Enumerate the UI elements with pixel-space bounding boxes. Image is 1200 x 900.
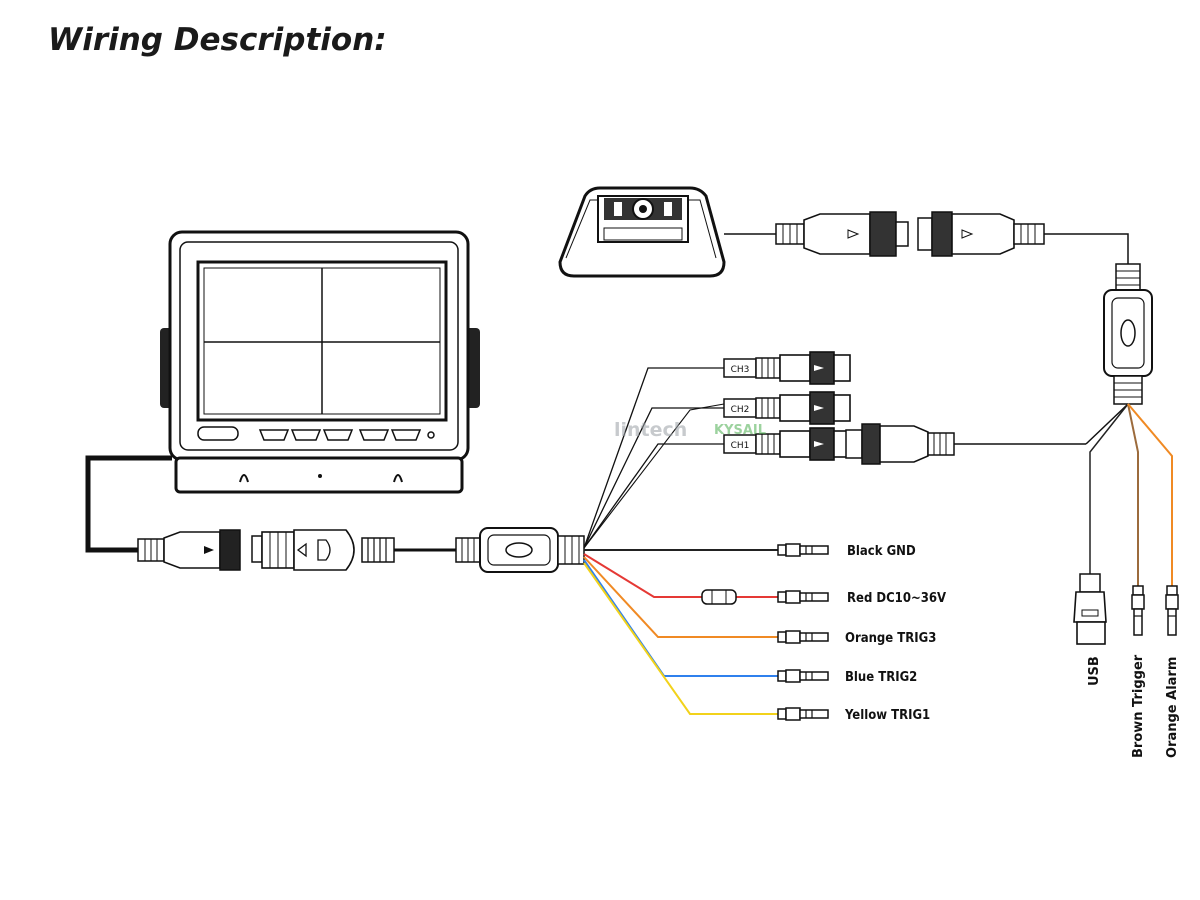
blue-trig2-label: Blue TRIG2 xyxy=(845,670,917,685)
orange-wire xyxy=(583,556,778,638)
camera-icon xyxy=(558,186,726,278)
red-power-label: Red DC10~36V xyxy=(847,591,946,606)
ch1-label: CH1 xyxy=(731,441,750,451)
orange-camera-wire xyxy=(1127,403,1173,586)
ch2-label: CH2 xyxy=(731,405,750,415)
ch3-connector xyxy=(723,351,851,385)
yellow-wire xyxy=(583,562,778,715)
page-title: Wiring Description: xyxy=(48,22,387,58)
camera-junction-icon xyxy=(1103,263,1153,405)
usb-label: USB xyxy=(1087,656,1102,686)
ch2-connector xyxy=(723,391,851,425)
ch3-label: CH3 xyxy=(731,365,750,375)
aviation-connector-icon xyxy=(137,529,395,571)
ch1-male-connector-icon xyxy=(845,423,955,465)
blue-wire xyxy=(583,559,778,677)
yellow-trig1-label: Yellow TRIG1 xyxy=(844,708,930,723)
watermark-brand: lintech xyxy=(614,419,687,441)
orange-alarm-label: Orange Alarm xyxy=(1165,657,1180,758)
usb-camera-wire xyxy=(1089,403,1129,574)
orange-trig3-label: Orange TRIG3 xyxy=(845,631,936,646)
harness-junction-icon xyxy=(455,527,585,573)
usb-connector-icon xyxy=(1073,573,1107,645)
brown-trigger-label: Brown Trigger xyxy=(1131,654,1146,758)
fuse-holder-icon xyxy=(701,589,737,605)
monitor-icon xyxy=(160,230,480,494)
watermark-sub: KYSAIL xyxy=(714,423,766,438)
brown-camera-wire xyxy=(1127,403,1139,586)
red-wire xyxy=(583,553,778,598)
black-gnd-label: Black GND xyxy=(847,544,916,559)
ch1-connector xyxy=(723,427,851,461)
camera-aviation-connector-icon xyxy=(775,211,1045,257)
